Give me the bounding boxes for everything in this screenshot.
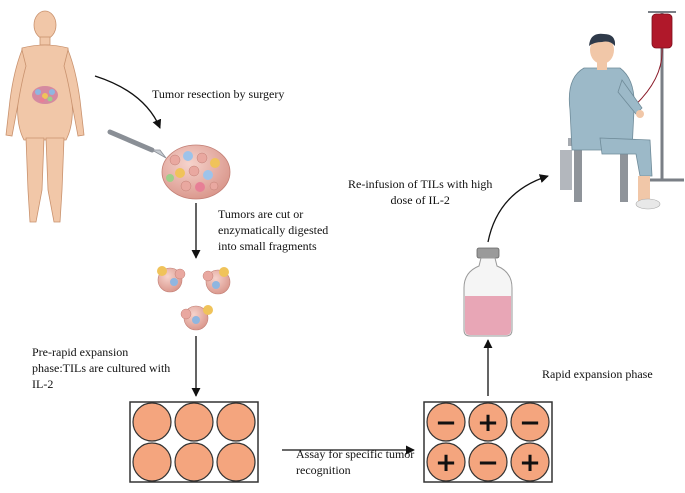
abdomen-tumor-icon <box>32 86 58 104</box>
label-pre-rapid-expansion: Pre-rapid expansion phase:TILs are cultu… <box>32 345 171 391</box>
tumor-fragments-icon <box>157 266 231 331</box>
human-body-figure <box>5 10 85 223</box>
well-sign: − <box>477 448 499 478</box>
well-sign: + <box>435 448 457 478</box>
label-tumor-resection: Tumor resection by surgery <box>152 87 285 101</box>
resection-arrow <box>94 75 162 129</box>
label-rapid-expansion: Rapid expansion phase <box>542 367 653 381</box>
culture-plate-left <box>129 401 259 483</box>
blood-bag-icon <box>651 13 673 49</box>
label-reinfusion: Re-infusion of TILs with high dose of IL… <box>348 177 493 207</box>
well-sign: − <box>519 408 541 438</box>
assay-plate-right: − + − + − + <box>423 401 553 483</box>
tumor-mass-icon <box>161 144 231 200</box>
scalpel-icon <box>107 129 167 159</box>
well-sign: + <box>519 448 541 478</box>
well-sign: + <box>477 408 499 438</box>
patient-with-iv-icon <box>560 11 684 210</box>
label-fragments: Tumors are cut or enzymatically digested… <box>218 207 329 253</box>
well-sign: − <box>435 408 457 438</box>
label-assay: Assay for specific tumor recognition <box>296 447 415 477</box>
til-vial-icon <box>463 247 513 337</box>
reinfusion-arrow <box>487 174 549 243</box>
